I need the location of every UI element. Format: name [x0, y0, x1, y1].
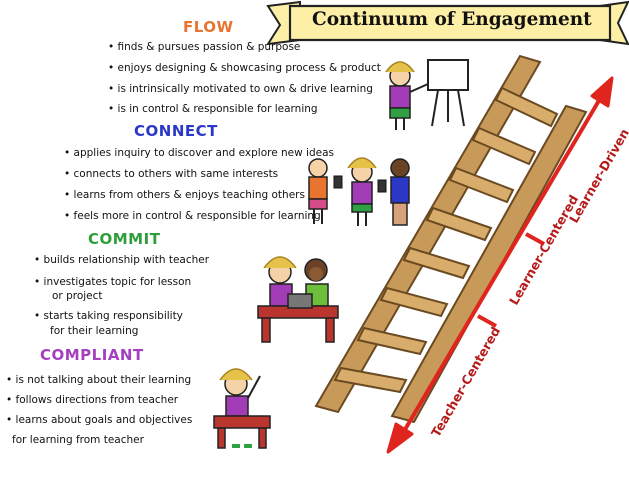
student-icon [263, 256, 297, 307]
student-icon [347, 157, 377, 226]
student-icon [385, 61, 429, 130]
desk-icon [257, 305, 339, 343]
whiteboard-icon [427, 59, 469, 127]
level-commit-heading: COMMIT [88, 230, 161, 248]
student-icon [308, 158, 328, 224]
list-item: • builds relationship with teacher [34, 254, 210, 266]
list-item: • investigates topic for lesson [34, 276, 192, 288]
list-item: • learns from others & enjoys teaching o… [64, 189, 305, 201]
list-item: • follows directions from teacher [6, 394, 179, 406]
list-item: • feels more in control & responsible fo… [64, 210, 321, 222]
banner-icon [266, 0, 629, 46]
list-item: • enjoys designing & showcasing process … [108, 62, 381, 74]
list-item: • is in control & responsible for learni… [108, 103, 318, 115]
level-connect-heading: CONNECT [134, 122, 218, 140]
list-item-continued: for their learning [50, 325, 139, 337]
student-icon [390, 158, 410, 226]
desk-icon [213, 415, 271, 449]
continuum-arrow [386, 76, 614, 454]
list-item-continued: for learning from teacher [12, 434, 144, 446]
phone-icon [333, 175, 387, 193]
list-item: • applies inquiry to discover and explor… [64, 147, 334, 159]
student-icon [304, 258, 329, 307]
list-item: • starts taking responsibility [34, 310, 183, 322]
laptop-icon [287, 293, 313, 309]
list-item: • learns about goals and objectives [6, 414, 193, 426]
student-icon [219, 368, 261, 417]
list-item: • is intrinsically motivated to own & dr… [108, 83, 373, 95]
page-title: Continuum of Engagement [312, 9, 592, 30]
list-item-continued: or project [52, 290, 103, 302]
level-compliant-heading: COMPLIANT [40, 346, 144, 364]
list-item: • connects to others with same interests [64, 168, 279, 180]
list-item: • is not talking about their learning [6, 374, 192, 386]
level-flow-heading: FLOW [183, 18, 234, 36]
ladder-icon [314, 54, 588, 424]
list-item: • finds & pursues passion & purpose [108, 41, 301, 53]
